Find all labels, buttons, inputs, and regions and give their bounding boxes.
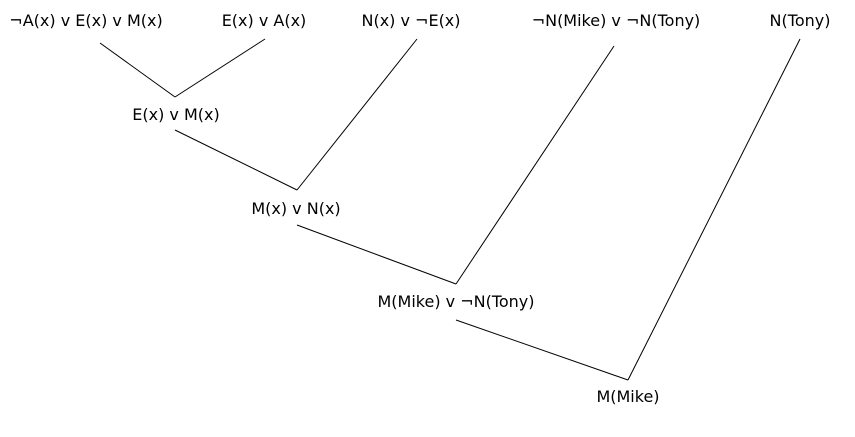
edge-c2-r1 xyxy=(174,38,266,98)
clause-node-c3: N(x) v ¬E(x) xyxy=(361,11,460,30)
nodes-layer: ¬A(x) v E(x) v M(x) E(x) v A(x) N(x) v ¬… xyxy=(9,11,830,406)
clause-node-c2: E(x) v A(x) xyxy=(222,11,307,30)
edge-r1-r2 xyxy=(174,129,298,191)
edge-c3-r2 xyxy=(296,38,418,191)
edge-c4-r3 xyxy=(455,45,615,285)
edge-c5-r4 xyxy=(627,38,801,381)
resolvent-node-r3: M(Mike) v ¬N(Tony) xyxy=(377,292,534,311)
edge-r2-r3 xyxy=(296,224,457,285)
edge-c1-r1 xyxy=(99,42,176,98)
edges-layer xyxy=(99,38,801,381)
clause-node-c1: ¬A(x) v E(x) v M(x) xyxy=(9,11,162,30)
edge-r3-r4 xyxy=(455,319,629,381)
resolvent-node-r2: M(x) v N(x) xyxy=(251,199,340,218)
clause-node-c4: ¬N(Mike) v ¬N(Tony) xyxy=(532,11,701,30)
clause-node-c5: N(Tony) xyxy=(770,11,831,30)
resolvent-node-r4: M(Mike) xyxy=(596,387,659,406)
resolvent-node-r1: E(x) v M(x) xyxy=(132,105,219,124)
